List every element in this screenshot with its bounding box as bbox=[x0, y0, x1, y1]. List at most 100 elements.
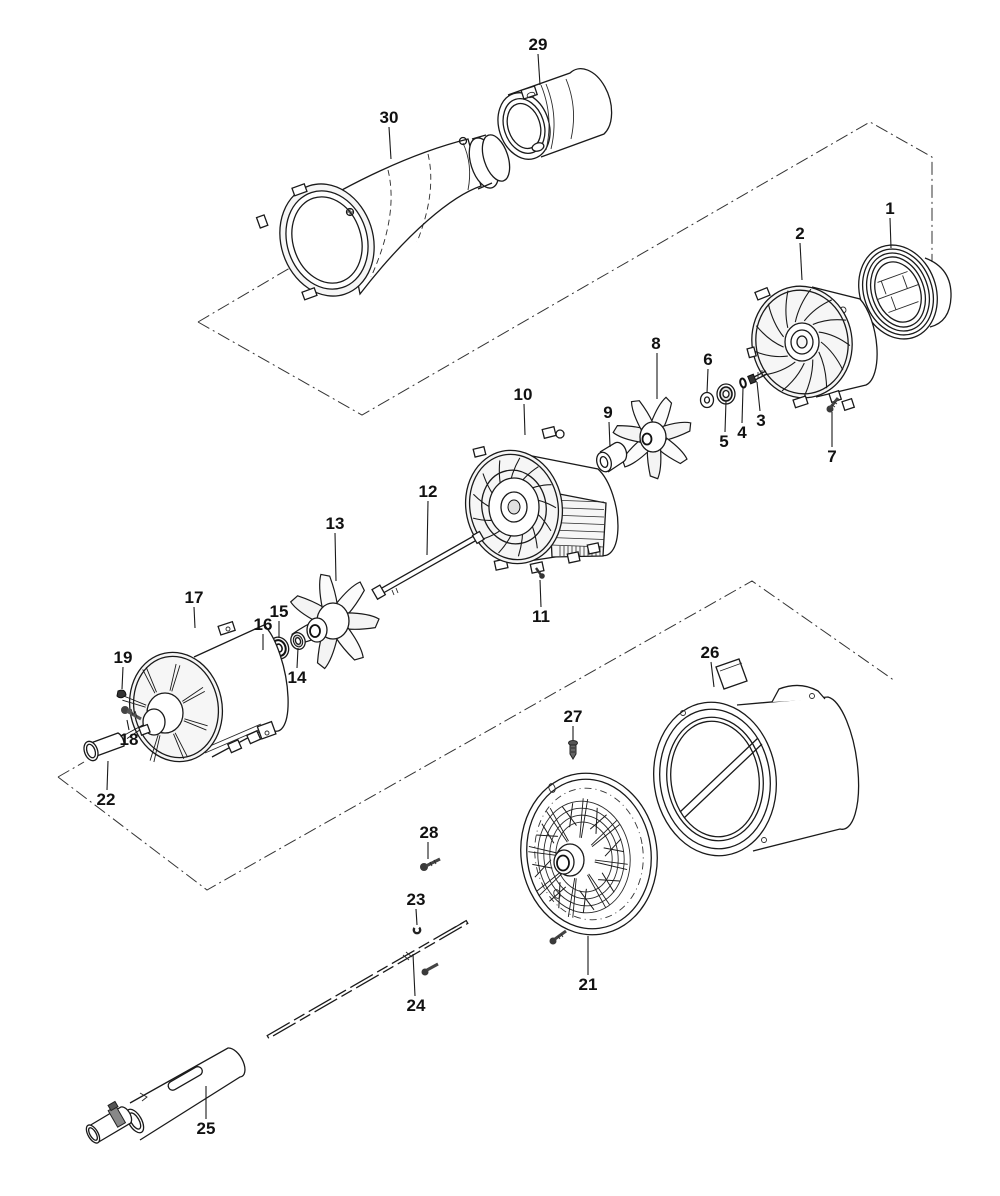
part-leader-6 bbox=[706, 368, 709, 394]
fan-blade bbox=[818, 351, 828, 389]
spoke bbox=[588, 873, 610, 905]
part-26-blower-housing bbox=[653, 658, 860, 857]
part-label-29: 29 bbox=[529, 35, 548, 54]
spoke bbox=[594, 861, 628, 871]
part-5-bearing bbox=[716, 383, 736, 405]
part-leader-11 bbox=[539, 579, 542, 608]
part-label-24: 24 bbox=[407, 996, 426, 1015]
fan-blade bbox=[767, 303, 785, 338]
part-21-screw bbox=[549, 929, 567, 945]
part-4-ring bbox=[739, 377, 747, 389]
spoke bbox=[546, 811, 568, 843]
spoke bbox=[173, 733, 185, 759]
part-9-sleeve bbox=[596, 441, 628, 473]
fan-blade bbox=[346, 612, 380, 630]
part-leader-26 bbox=[710, 661, 715, 688]
labels-layer: 1234567891011121314151617181921222324252… bbox=[97, 35, 895, 1138]
part-14-washer bbox=[290, 632, 306, 650]
part-label-8: 8 bbox=[651, 334, 660, 353]
spoke bbox=[591, 824, 620, 847]
blade-brace bbox=[598, 872, 620, 893]
part-22-tube bbox=[83, 732, 125, 762]
part-3-bolt bbox=[747, 370, 768, 385]
spoke bbox=[579, 798, 584, 838]
part-label-27: 27 bbox=[564, 707, 583, 726]
spoke bbox=[169, 663, 177, 691]
fan-blade bbox=[812, 319, 846, 326]
fan-blade bbox=[658, 437, 688, 465]
part-leader-30 bbox=[388, 126, 392, 160]
fan-blade bbox=[804, 359, 814, 396]
part-label-30: 30 bbox=[380, 108, 399, 127]
part-29-pipe-sleeve bbox=[497, 68, 613, 160]
spoke bbox=[153, 735, 161, 763]
part-11-screw bbox=[535, 567, 545, 579]
blade-brace bbox=[561, 803, 577, 828]
spoke bbox=[587, 874, 607, 909]
part-leader-17 bbox=[193, 606, 196, 629]
part-leader-5 bbox=[724, 400, 727, 433]
spoke bbox=[538, 870, 566, 897]
part-label-15: 15 bbox=[270, 602, 289, 621]
fan-blade bbox=[612, 424, 643, 443]
part-label-19: 19 bbox=[114, 648, 133, 667]
part-label-11: 11 bbox=[532, 607, 550, 626]
fan-blade bbox=[785, 290, 789, 329]
part-label-23: 23 bbox=[407, 890, 426, 909]
fan-blade bbox=[630, 400, 654, 431]
part-17-rear-housing bbox=[122, 620, 289, 763]
part-label-9: 9 bbox=[603, 403, 612, 422]
part-6-washer bbox=[699, 391, 715, 409]
part-25-coupler bbox=[85, 1100, 133, 1144]
part-label-3: 3 bbox=[756, 411, 765, 430]
fan-blade bbox=[661, 421, 692, 441]
fan-blade bbox=[650, 396, 673, 429]
part-label-7: 7 bbox=[827, 447, 836, 466]
part-leader-29 bbox=[537, 53, 541, 86]
blade-brace bbox=[603, 838, 624, 857]
part-label-21: 21 bbox=[579, 975, 598, 994]
part-28-screw bbox=[420, 857, 441, 871]
fan-blade bbox=[646, 448, 662, 480]
part-leader-1 bbox=[889, 217, 892, 249]
part-24-rod bbox=[266, 919, 469, 1040]
spoke bbox=[182, 691, 206, 704]
fan-blade bbox=[319, 573, 338, 610]
part-21-fan-pulley bbox=[520, 772, 658, 936]
part-leader-23 bbox=[415, 908, 418, 926]
part-leader-4 bbox=[741, 387, 744, 424]
part-label-2: 2 bbox=[795, 224, 804, 243]
part-leader-22 bbox=[106, 760, 109, 791]
spoke bbox=[171, 665, 181, 692]
part-24-screw bbox=[421, 962, 439, 976]
part-8-fan bbox=[612, 396, 692, 480]
part-13-fan bbox=[289, 573, 380, 670]
part-7-screw bbox=[826, 397, 840, 413]
part-leader-13 bbox=[334, 532, 337, 582]
part-label-25: 25 bbox=[197, 1119, 216, 1138]
fan-blade bbox=[289, 595, 325, 623]
spoke bbox=[142, 669, 156, 694]
part-30-nozzle bbox=[255, 134, 511, 301]
spoke bbox=[590, 819, 618, 846]
part-label-22: 22 bbox=[97, 790, 116, 809]
blade-brace bbox=[549, 882, 567, 909]
part-2-fan-wheel bbox=[746, 285, 878, 412]
part-label-1: 1 bbox=[885, 199, 894, 218]
spoke bbox=[580, 799, 589, 839]
part-12-shaft bbox=[371, 530, 485, 601]
part-label-4: 4 bbox=[737, 423, 747, 442]
part-leader-14 bbox=[296, 647, 299, 669]
part-label-17: 17 bbox=[185, 588, 204, 607]
part-label-10: 10 bbox=[514, 385, 533, 404]
part-label-18: 18 bbox=[120, 730, 139, 749]
part-leader-10 bbox=[523, 403, 526, 436]
spoke bbox=[528, 845, 562, 855]
spoke bbox=[549, 807, 569, 842]
spoke bbox=[149, 734, 159, 761]
fan-blade bbox=[803, 299, 833, 322]
fan-blade bbox=[820, 341, 844, 371]
part-label-13: 13 bbox=[326, 514, 345, 533]
